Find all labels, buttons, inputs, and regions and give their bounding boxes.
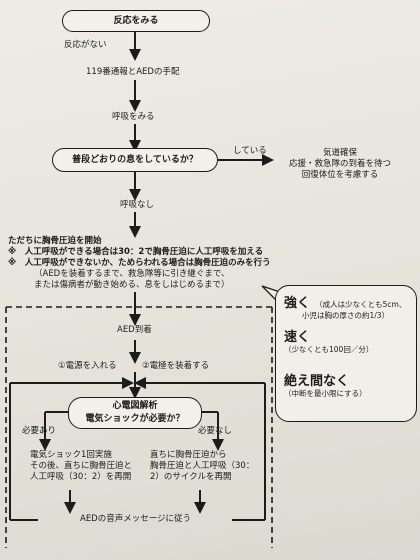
- fast-item: 速く （少なくとも100回／分）: [284, 330, 373, 355]
- left-result-line-2: その後、直ちに胸骨圧迫と: [30, 461, 133, 471]
- cpr-line-4: （AEDを装着するまで、救急隊等に引き継ぐまで、: [34, 269, 230, 279]
- cpr-line-3: ※ 人工呼吸ができないか、ためらわれる場合は胸骨圧迫のみを行う: [8, 258, 271, 268]
- cpr-line-5: または傷病者が動き始める、息をしはじめるまで）: [34, 280, 230, 290]
- yes-actions: 気道確保 応援・救急隊の到着を待つ 回復体位を考慮する: [270, 148, 410, 181]
- analysis-box: 心電図解析 電気ショックが必要か？: [68, 397, 202, 429]
- analysis-title: 心電図解析: [112, 401, 158, 411]
- continuous-note: （中断を最小限にする）: [284, 389, 367, 398]
- cpr-quality-callout: 強く （成人は少なくとも5cm、 小児は胸の厚さの約1/3） 速く （少なくとも…: [275, 285, 417, 422]
- strong-note-1: （成人は少なくとも5cm、: [315, 300, 407, 309]
- follow-aed-label: AEDの音声メッセージに従う: [80, 514, 192, 524]
- right-result-line-1: 直ちに胸骨圧迫から: [150, 450, 227, 460]
- yes-action-3: 回復体位を考慮する: [301, 170, 379, 180]
- left-result-line-1: 電気ショック1回実施: [30, 450, 112, 460]
- no-response-label: 反応がない: [64, 40, 107, 50]
- right-result-line-3: 2）のサイクルを再開: [150, 472, 232, 482]
- step-attach-pads: ②電極を装着する: [142, 361, 210, 371]
- cpr-instructions: ただちに胸骨圧迫を開始 ※ 人工呼吸ができる場合は30：2で胸骨圧迫に人工呼吸を…: [8, 236, 271, 291]
- call-119-label: 119番通報とAEDの手配: [86, 67, 180, 77]
- continuous-item: 絶え間なく （中断を最小限にする）: [284, 374, 367, 399]
- start-box: 反応をみる: [62, 10, 210, 32]
- shock-needed-label: 必要あり: [22, 426, 57, 436]
- strong-item: 強く （成人は少なくとも5cm、 小児は胸の厚さの約1/3）: [284, 292, 406, 321]
- strong-note-2: 小児は胸の厚さの約1/3）: [302, 311, 390, 320]
- analysis-question: 電気ショックが必要か？: [85, 414, 185, 424]
- strong-label: 強く: [284, 296, 311, 311]
- decision-box: 普段どおりの息をしているか？: [52, 148, 218, 172]
- check-breathing-label: 呼吸をみる: [112, 112, 155, 122]
- aed-arrival-label: AED到着: [117, 325, 152, 335]
- start-box-label: 反応をみる: [113, 16, 159, 26]
- yes-action-2: 応援・救急隊の到着を待つ: [288, 159, 391, 169]
- yes-branch-label: している: [233, 146, 267, 156]
- step-power-on: ①電源を入れる: [58, 361, 117, 371]
- left-result-line-3: 人工呼吸（30：2）を再開: [30, 472, 132, 482]
- yes-action-1: 気道確保: [322, 148, 357, 158]
- fast-note: （少なくとも100回／分）: [284, 345, 374, 354]
- shock-not-needed-label: 必要なし: [198, 426, 233, 436]
- right-result: 直ちに胸骨圧迫から 胸骨圧迫と人工呼吸（30： 2）のサイクルを再開: [150, 450, 270, 483]
- fast-label: 速く: [284, 330, 311, 345]
- decision-box-label: 普段どおりの息をしているか？: [72, 155, 198, 165]
- cpr-line-2: ※ 人工呼吸ができる場合は30：2で胸骨圧迫に人工呼吸を加える: [8, 247, 264, 257]
- right-result-line-2: 胸骨圧迫と人工呼吸（30：: [150, 461, 255, 471]
- left-result: 電気ショック1回実施 その後、直ちに胸骨圧迫と 人工呼吸（30：2）を再開: [30, 450, 133, 483]
- cpr-line-1: ただちに胸骨圧迫を開始: [8, 236, 102, 246]
- continuous-label: 絶え間なく: [284, 374, 350, 389]
- no-breathing-label: 呼吸なし: [120, 200, 155, 210]
